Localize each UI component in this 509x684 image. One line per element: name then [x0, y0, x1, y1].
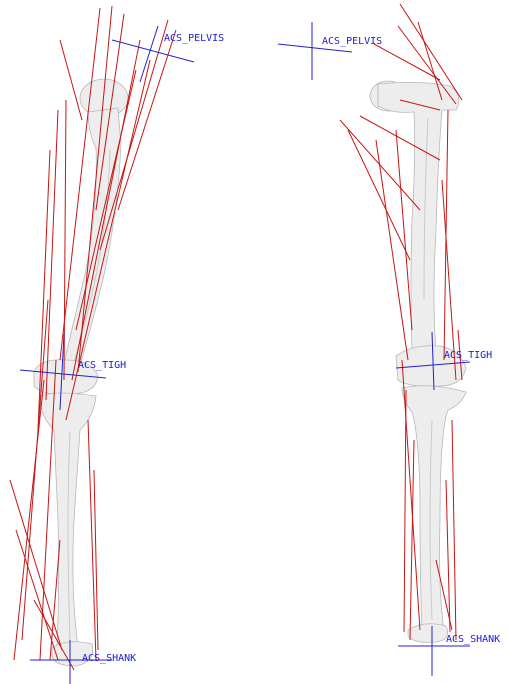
right-tibia — [402, 386, 466, 643]
left-acs-shank-label: ACS_SHANK — [82, 653, 136, 664]
muscle-line — [376, 140, 408, 360]
muscle-line — [396, 130, 412, 330]
muscle-line — [410, 440, 414, 640]
right-view: ACS_PELVIS ACS_TIGH ACS_SHANK — [278, 4, 500, 676]
muscle-line — [14, 380, 44, 660]
muscle-line — [88, 420, 96, 660]
right-acs-pelvis-label: ACS_PELVIS — [322, 36, 382, 47]
left-acs-thigh-label: ACS_TIGH — [78, 360, 126, 371]
right-acs-pelvis: ACS_PELVIS — [278, 22, 382, 80]
left-view: ACS_PELVIS ACS_TIGH ACS_SHANK — [10, 6, 224, 684]
muscle-line — [452, 420, 456, 640]
muscle-line — [404, 390, 406, 632]
right-femur — [370, 81, 466, 386]
right-acs-thigh-label: ACS_TIGH — [444, 350, 492, 361]
muscle-line — [64, 100, 66, 380]
right-acs-shank-label: ACS_SHANK — [446, 634, 500, 645]
muscle-line — [118, 30, 176, 210]
muscle-line — [446, 480, 450, 632]
muscle-line — [60, 40, 82, 120]
left-acs-pelvis-label: ACS_PELVIS — [164, 33, 224, 44]
muscle-line — [46, 110, 58, 400]
